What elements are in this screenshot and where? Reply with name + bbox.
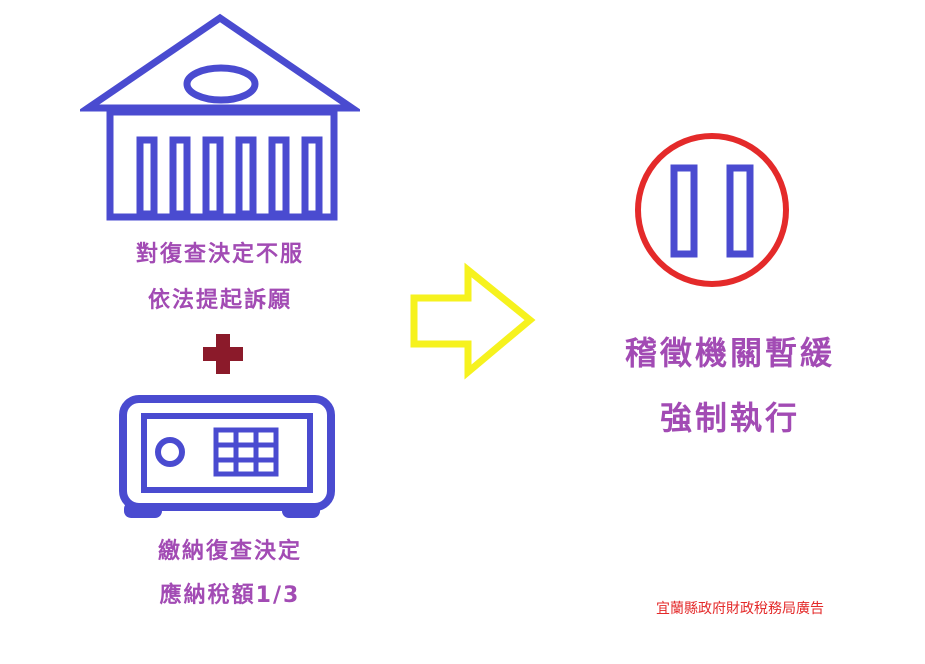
court-building-icon [80, 13, 360, 221]
safe-caption-line-2: 應納稅額1/3 [159, 583, 301, 608]
plus-icon [203, 334, 243, 374]
result-caption-line-2: 強制執行 [659, 399, 800, 437]
arrow-right-icon [410, 262, 536, 380]
footer-credit: 宜蘭縣政府財政稅務局廣告 [656, 601, 824, 617]
pause-icon [635, 133, 789, 287]
result-caption-line-1: 稽徵機關暫緩 [624, 334, 835, 372]
building-caption-line-2: 依法提起訴願 [147, 288, 292, 313]
building-caption-line-1: 對復查決定不服 [135, 242, 304, 267]
safe-caption-line-1: 繳納復查決定 [157, 539, 302, 564]
safe-icon [119, 395, 335, 518]
